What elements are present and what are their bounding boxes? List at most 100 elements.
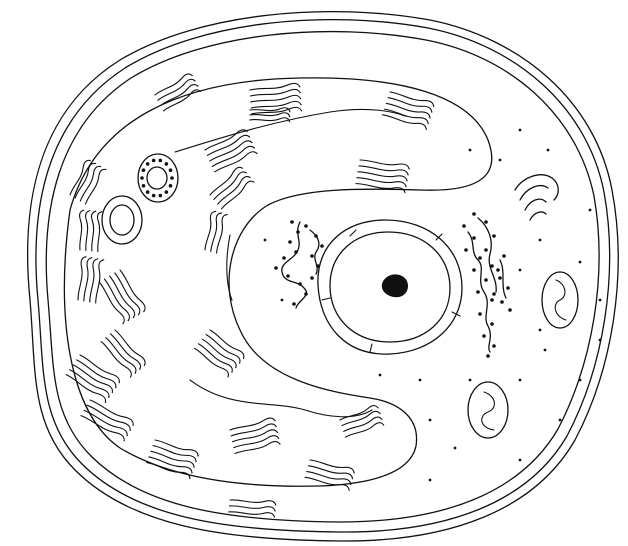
thylakoid-line xyxy=(305,474,350,490)
granule-dot xyxy=(264,239,267,242)
ribosome-dot xyxy=(146,162,150,166)
granum-stack xyxy=(101,328,147,377)
ribosome-dot xyxy=(310,254,314,258)
thylakoid-line xyxy=(229,417,275,430)
plasma-membrane xyxy=(46,32,599,522)
ribosome-dot xyxy=(294,250,298,254)
thylakoid-line xyxy=(388,94,433,112)
granum-stack xyxy=(77,210,102,252)
golgi-cisterna xyxy=(520,186,548,200)
thylakoid-line xyxy=(115,328,147,366)
thylakoid-line xyxy=(208,165,243,195)
thylakoid-line xyxy=(120,268,147,311)
granum-stack xyxy=(67,159,106,205)
ribosome-dot xyxy=(462,224,466,228)
ribosome-dot xyxy=(165,190,169,194)
ribosome-dot xyxy=(298,282,302,286)
ribosome-dot xyxy=(492,234,496,238)
granum-stack xyxy=(250,107,290,122)
thylakoid-line xyxy=(384,106,429,124)
thylakoid-line xyxy=(83,210,90,250)
golgi xyxy=(515,175,558,220)
vesicle-outer xyxy=(102,196,142,244)
strand xyxy=(190,380,372,417)
granule-dot xyxy=(469,149,472,152)
granule-dot xyxy=(547,149,550,152)
ribosome-dot xyxy=(506,286,510,290)
dotted-organelle-dots xyxy=(140,159,174,198)
thylakoid-line xyxy=(153,442,198,461)
cytoplasm-strands xyxy=(175,109,405,416)
granum-stack xyxy=(147,437,200,479)
ribosome-dot xyxy=(314,234,318,238)
ribosome-dot xyxy=(274,266,278,270)
ribosome-dot xyxy=(152,159,156,163)
thylakoid-line xyxy=(206,332,242,363)
granule-dot xyxy=(379,374,382,377)
vesicle-inner xyxy=(110,205,134,235)
ribosome-dot xyxy=(290,220,294,224)
ribosome-dot xyxy=(502,254,506,258)
granule-dot xyxy=(429,419,432,422)
granum-stack xyxy=(382,89,434,130)
nucleolus xyxy=(382,274,408,297)
granule-dot xyxy=(559,419,562,422)
thylakoid-line xyxy=(155,437,200,456)
thylakoid-line xyxy=(99,280,126,323)
granule-dot xyxy=(429,479,432,482)
ribosome-dot xyxy=(490,264,494,268)
ribosome-dot xyxy=(169,168,173,172)
golgi-cisterna xyxy=(530,212,546,220)
vesicle xyxy=(102,196,142,244)
nuclear-pore xyxy=(350,230,356,236)
granum-stack xyxy=(202,210,228,253)
granum-stack xyxy=(194,327,246,377)
granule-dot xyxy=(519,269,522,272)
thylakoid-line xyxy=(110,332,142,370)
granule-dot xyxy=(579,261,582,264)
granule-dot xyxy=(469,379,472,382)
ribosome-dot xyxy=(159,159,163,163)
granum-stack xyxy=(81,397,135,441)
thylakoid-line xyxy=(81,413,126,441)
ribosome-dot xyxy=(490,298,494,302)
thylakoid-line xyxy=(251,107,301,114)
granum-stack xyxy=(153,72,200,111)
ribosome-dot xyxy=(142,184,146,188)
thylakoid-line xyxy=(77,210,84,250)
granum-stack xyxy=(75,256,104,303)
ribosome-dot xyxy=(159,194,163,198)
ribosome-dot xyxy=(304,292,308,296)
ribosome-dot xyxy=(165,162,169,166)
ribosome-dot xyxy=(490,322,494,326)
cell-wall-middle xyxy=(36,20,610,532)
thylakoid-line xyxy=(308,462,353,478)
ribosome-dot xyxy=(142,168,146,172)
chloroplast-stacks xyxy=(66,72,435,517)
thylakoid-line xyxy=(84,407,129,435)
ribosome-dot xyxy=(286,274,290,278)
thylakoid-line xyxy=(89,211,96,251)
granule-dot xyxy=(454,447,457,450)
ribosome-dot xyxy=(492,292,496,296)
ribosome-dot xyxy=(464,248,468,252)
thylakoid-line xyxy=(94,211,101,251)
granule-dot xyxy=(539,329,542,332)
ribosome-dot xyxy=(316,264,320,268)
thylakoid-line xyxy=(202,337,238,368)
granule-dot xyxy=(599,299,602,302)
ribosome-dot xyxy=(484,278,488,282)
thylakoid-line xyxy=(310,457,355,473)
mitochondrion xyxy=(468,382,508,438)
thylakoid-line xyxy=(80,352,122,383)
mitochondrion-crista xyxy=(555,280,566,320)
thylakoid-line xyxy=(92,259,103,303)
thylakoid-line xyxy=(382,112,427,130)
granule-dot xyxy=(519,129,522,132)
nuclear-pore xyxy=(370,344,372,352)
ribosome-dot xyxy=(288,240,292,244)
granule-dot xyxy=(281,299,284,302)
ribosome-dot xyxy=(478,312,482,316)
nuclear-pore xyxy=(322,298,330,300)
